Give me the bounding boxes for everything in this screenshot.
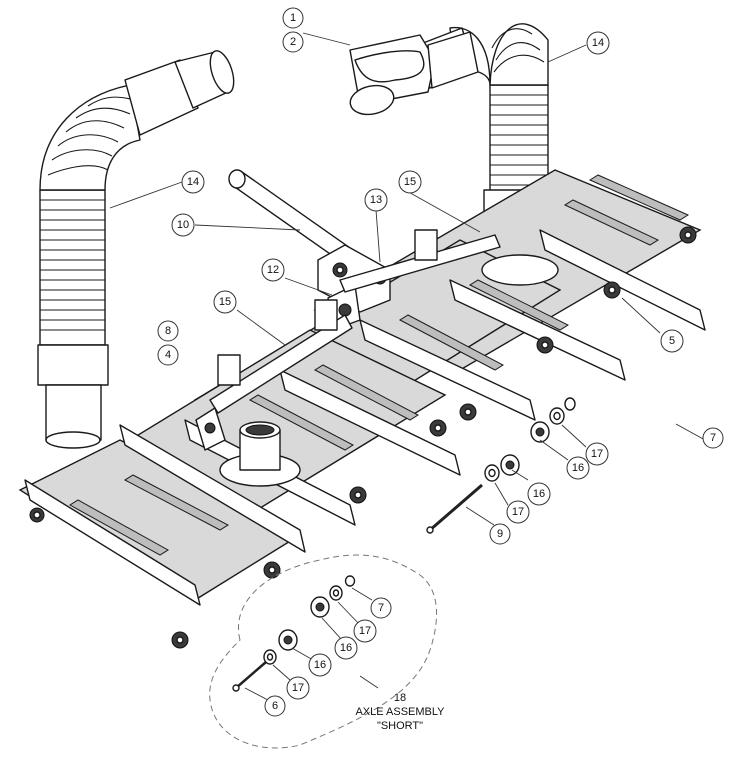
hose-adapter — [349, 31, 479, 116]
callout-16-lower-a: 16 — [334, 636, 358, 660]
callout-17-upper: 17 — [585, 442, 609, 466]
svg-text:14: 14 — [187, 176, 199, 188]
vacuum-head-body — [18, 169, 706, 606]
callout-15-rear: 15 — [398, 170, 422, 194]
axle-assembly-label: AXLE ASSEMBLY — [355, 706, 445, 718]
svg-text:17: 17 — [359, 625, 371, 637]
callout-7-upper: 7 — [702, 427, 724, 449]
callout-7-lower: 7 — [370, 597, 392, 619]
callout-17-lower-a: 17 — [353, 619, 377, 643]
svg-text:6: 6 — [272, 700, 278, 712]
callout-16-lower-b: 16 — [308, 653, 332, 677]
callout-14-left: 14 — [181, 170, 205, 194]
axle-parts-upper — [426, 397, 576, 534]
front-suction-port — [219, 421, 301, 487]
callout-15-front: 15 — [213, 290, 237, 314]
handle-and-brackets — [195, 169, 501, 451]
svg-text:7: 7 — [710, 432, 716, 444]
axle-assembly-number: 18 — [394, 692, 406, 704]
svg-text:16: 16 — [533, 488, 545, 500]
svg-text:16: 16 — [314, 659, 326, 671]
svg-text:12: 12 — [267, 264, 279, 276]
svg-text:16: 16 — [572, 462, 584, 474]
svg-text:15: 15 — [219, 296, 231, 308]
svg-text:1: 1 — [290, 12, 296, 24]
callouts: 1 2 14 14 15 15 13 10 — [157, 7, 724, 717]
callout-10: 10 — [171, 213, 195, 237]
svg-text:9: 9 — [497, 528, 503, 540]
svg-text:10: 10 — [177, 219, 189, 231]
callout-16-mid: 16 — [527, 482, 551, 506]
callout-4: 4 — [157, 344, 179, 366]
svg-text:4: 4 — [165, 349, 171, 361]
svg-text:5: 5 — [669, 335, 675, 347]
rear-suction-port — [481, 254, 559, 286]
callout-2: 2 — [282, 31, 304, 53]
wheels — [29, 226, 697, 649]
svg-text:17: 17 — [512, 506, 524, 518]
svg-text:17: 17 — [591, 448, 603, 460]
callout-16-upper: 16 — [566, 456, 590, 480]
svg-text:2: 2 — [290, 36, 296, 48]
callout-9: 9 — [489, 523, 511, 545]
callout-1: 1 — [282, 7, 304, 29]
leader-lines — [109, 32, 706, 701]
callout-17-mid: 17 — [506, 500, 530, 524]
axle-assembly-sublabel: "SHORT" — [377, 720, 423, 732]
svg-text:17: 17 — [292, 682, 304, 694]
svg-text:13: 13 — [370, 194, 382, 206]
callout-13: 13 — [364, 188, 388, 212]
svg-text:8: 8 — [165, 325, 171, 337]
svg-text:14: 14 — [592, 37, 604, 49]
callout-14-right: 14 — [586, 31, 610, 55]
callout-17-lower-b: 17 — [286, 676, 310, 700]
callout-6: 6 — [264, 695, 286, 717]
callout-5: 5 — [660, 329, 684, 353]
callout-8: 8 — [157, 320, 179, 342]
callout-12: 12 — [261, 258, 285, 282]
svg-text:15: 15 — [404, 176, 416, 188]
axle-assembly-short: 18 AXLE ASSEMBLY "SHORT" — [209, 554, 445, 749]
svg-text:7: 7 — [378, 602, 384, 614]
svg-text:16: 16 — [340, 642, 352, 654]
left-flex-hose — [37, 50, 235, 449]
